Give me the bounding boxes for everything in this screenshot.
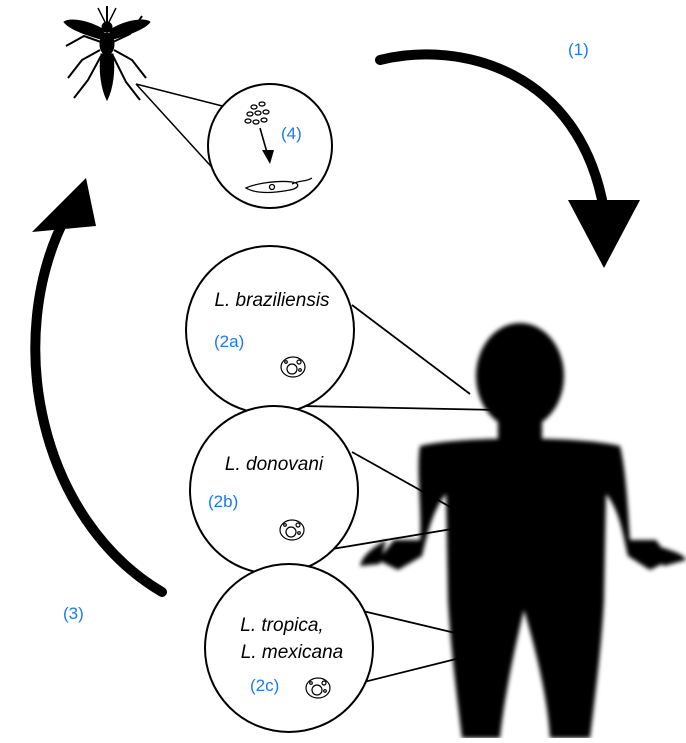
arrow-3-uptake — [32, 178, 162, 592]
species-label-mexicana: L. mexicana — [222, 640, 362, 665]
species-label-tropica: L. tropica, — [212, 613, 352, 638]
step-label-1: (1) — [568, 40, 589, 60]
circle-2b-donovani — [190, 406, 358, 574]
step-label-2a: (2a) — [214, 332, 244, 352]
human-silhouette-icon — [360, 323, 686, 738]
step-label-2c: (2c) — [250, 676, 279, 696]
step-label-3: (3) — [63, 604, 84, 624]
species-label-donovani: L. donovani — [204, 452, 344, 477]
step-label-4: (4) — [281, 124, 302, 144]
circle-2a-braziliensis — [186, 246, 354, 414]
species-label-braziliensis: L. braziliensis — [184, 288, 360, 313]
sandfly-gut-stage-circle — [208, 84, 332, 208]
arrow-1-bite-transmission — [380, 54, 640, 268]
step-label-2b: (2b) — [208, 492, 238, 512]
